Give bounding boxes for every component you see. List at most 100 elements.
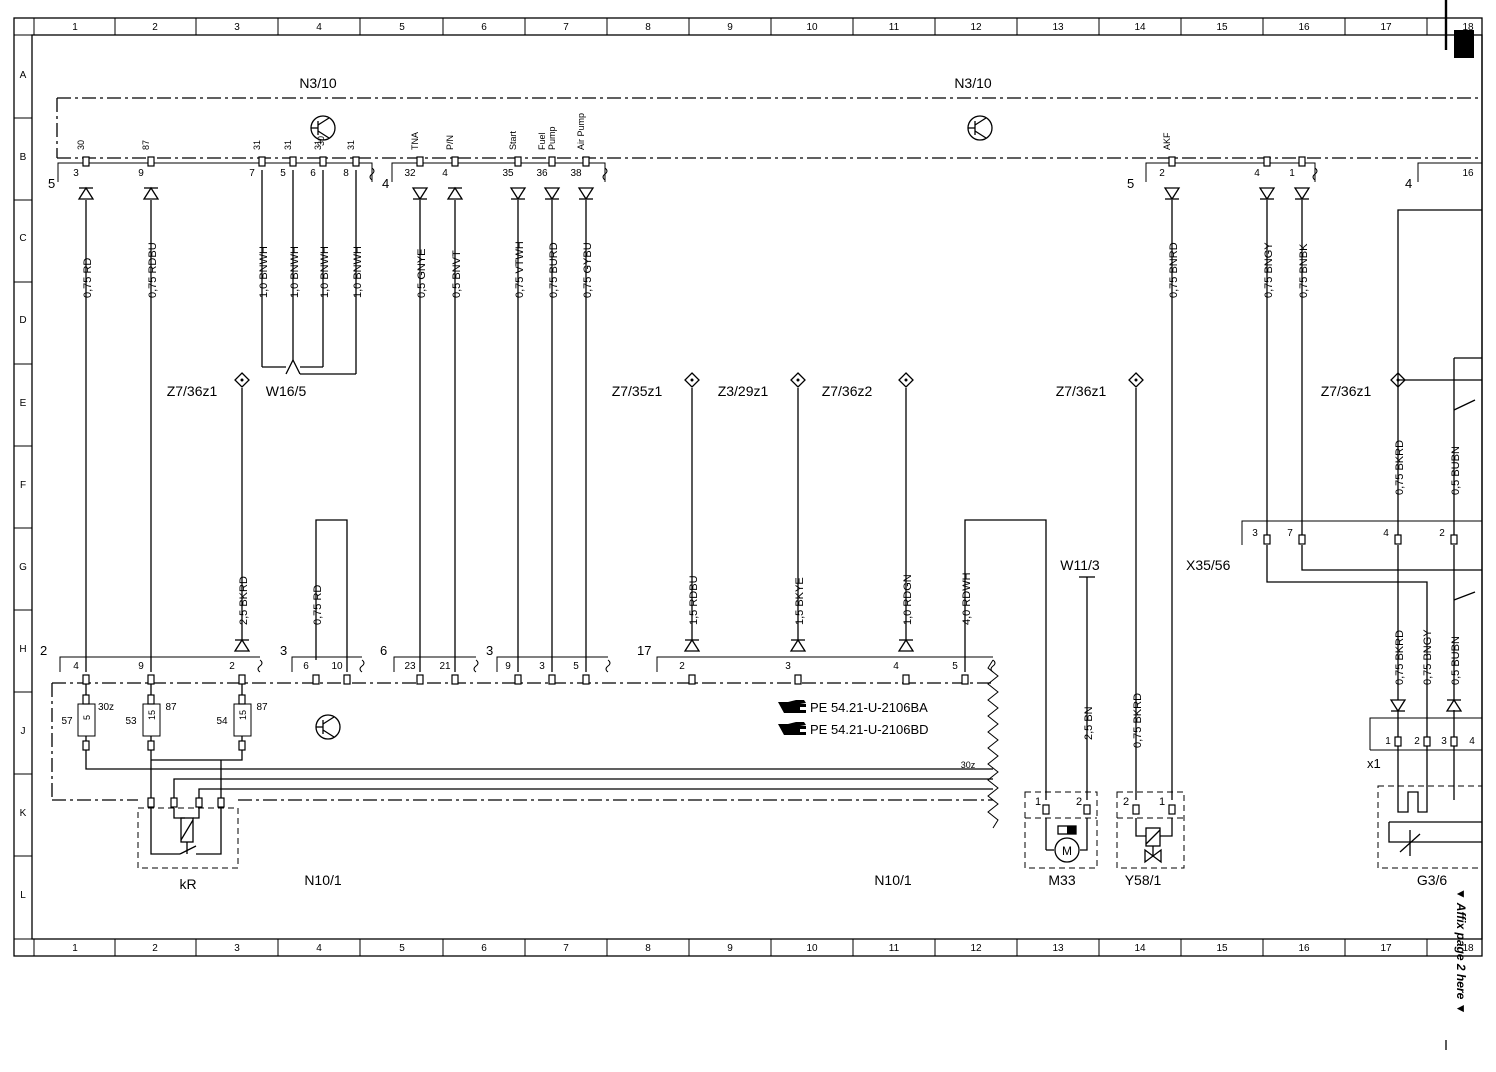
grid-column-label: 2	[152, 943, 158, 954]
pin-contact	[258, 156, 266, 167]
arrow-up-icon	[897, 638, 915, 652]
connector-label: 2	[40, 643, 47, 658]
reference-link[interactable]: PE 54.21-U-2106BA	[810, 700, 928, 715]
arrow-down-icon	[1258, 187, 1276, 201]
wire-label: 0,75 GYBU	[582, 242, 594, 298]
pin-number: 2	[1439, 528, 1445, 539]
pin-number: 36	[536, 168, 548, 179]
pin-number: 16	[1462, 168, 1474, 179]
transistor-icon	[310, 115, 336, 141]
connector-label: 6	[380, 643, 387, 658]
pin-function-label: Air Pump	[576, 113, 586, 150]
pin-function-label: TNA	[410, 132, 420, 150]
grid-row-label: A	[20, 70, 27, 81]
pin-contact	[794, 674, 802, 685]
grid-column-label: 6	[481, 22, 487, 33]
pin-number: 2	[1414, 736, 1420, 747]
arrow-up-icon	[142, 186, 160, 200]
grid-column-label: 7	[563, 943, 569, 954]
grid-column-label: 6	[481, 943, 487, 954]
grid-column-label: 1	[72, 22, 78, 33]
pin-number: 23	[404, 661, 416, 672]
pin-contact	[1168, 804, 1176, 815]
pin-function-label: Fuel	[537, 132, 547, 150]
pin-number: 1	[1035, 796, 1041, 808]
pin-contact	[451, 156, 459, 167]
connector-housing	[59, 656, 260, 672]
pin-contact	[238, 694, 246, 705]
reference-link[interactable]: PE 54.21-U-2106BD	[810, 722, 929, 737]
pin-number: 2	[1123, 796, 1129, 808]
grid-column-label: 4	[316, 943, 322, 954]
pin-contact	[1263, 534, 1271, 545]
splice-diamond-icon	[898, 372, 914, 388]
grid-column-label: 13	[1052, 22, 1064, 33]
n10-1-label-right: N10/1	[874, 872, 912, 888]
pin-contact	[217, 797, 225, 808]
pin-contact	[147, 156, 155, 167]
pin-contact	[1394, 736, 1402, 747]
pin-contact	[514, 156, 522, 167]
fuse-terminal: 87	[165, 702, 177, 713]
wire-label: 0,75 RDBU	[147, 242, 159, 298]
pin-number: 4	[73, 661, 79, 672]
grid-column-label: 3	[234, 943, 240, 954]
grid-column-label: 9	[727, 943, 733, 954]
pin-contact	[1132, 804, 1140, 815]
wire-label: 4,0 RDWH	[961, 572, 973, 625]
fuse-rating: 15	[238, 710, 248, 720]
pin-contact	[451, 674, 459, 685]
wire-label: 0,5 BUBN	[1450, 446, 1462, 495]
grid-column-label: 11	[889, 22, 900, 33]
pin-number: 9	[505, 661, 511, 672]
pin-contact	[1450, 534, 1458, 545]
wire-label: 0,75 RD	[312, 585, 324, 625]
pin-contact	[147, 797, 155, 808]
pin-number: 2	[229, 661, 235, 672]
arrow-down-icon	[509, 187, 527, 201]
grid-column-label: 17	[1380, 22, 1392, 33]
wire-label: 1,5 BKYE	[794, 577, 806, 625]
pin-contact	[1423, 736, 1431, 747]
splice-dot	[690, 378, 694, 382]
pin-contact	[1450, 736, 1458, 747]
connector-housing	[656, 656, 993, 672]
connector-break	[605, 659, 611, 673]
arrow-up-icon	[446, 186, 464, 200]
grid-column-label: 10	[806, 943, 818, 954]
pin-number: 9	[138, 661, 144, 672]
pin-number: 5	[280, 168, 286, 179]
pin-function-label: 31	[283, 140, 293, 150]
n10-1-outline	[51, 659, 999, 829]
pin-number: 3	[785, 661, 791, 672]
grid-column-label: 12	[970, 22, 982, 33]
connector-label: 3	[280, 643, 287, 658]
arrow-up-icon	[1445, 698, 1463, 712]
n3-10-pins: 33098773153163183132TNA4P/N35Start36Fuel…	[73, 113, 1474, 201]
arrow-up-icon	[789, 638, 807, 652]
pin-number: 8	[343, 168, 349, 179]
pin-number: 4	[1383, 528, 1389, 539]
wire-label: 0,75 BKRD	[1132, 693, 1144, 748]
pin-function-label: P/N	[445, 135, 455, 150]
grid-column-label: 8	[645, 943, 651, 954]
pin-contact	[902, 674, 910, 685]
grid-column-label: 9	[727, 22, 733, 33]
pin-contact	[1298, 156, 1306, 167]
pin-contact	[1083, 804, 1091, 815]
wire-routing	[85, 170, 1482, 800]
kr-label: kR	[179, 876, 196, 892]
wire-label: 1,0 BNWH	[319, 246, 331, 298]
pin-contact	[582, 156, 590, 167]
pin-contact	[548, 674, 556, 685]
wire-label: 2,5 BN	[1083, 706, 1095, 740]
pin-contact	[289, 156, 297, 167]
grid-column-label: 10	[806, 22, 818, 33]
pin-contact	[688, 674, 696, 685]
wire-label: 1,5 RDBU	[688, 575, 700, 625]
pin-number: 1	[1289, 168, 1295, 179]
pin-contact	[548, 156, 556, 167]
